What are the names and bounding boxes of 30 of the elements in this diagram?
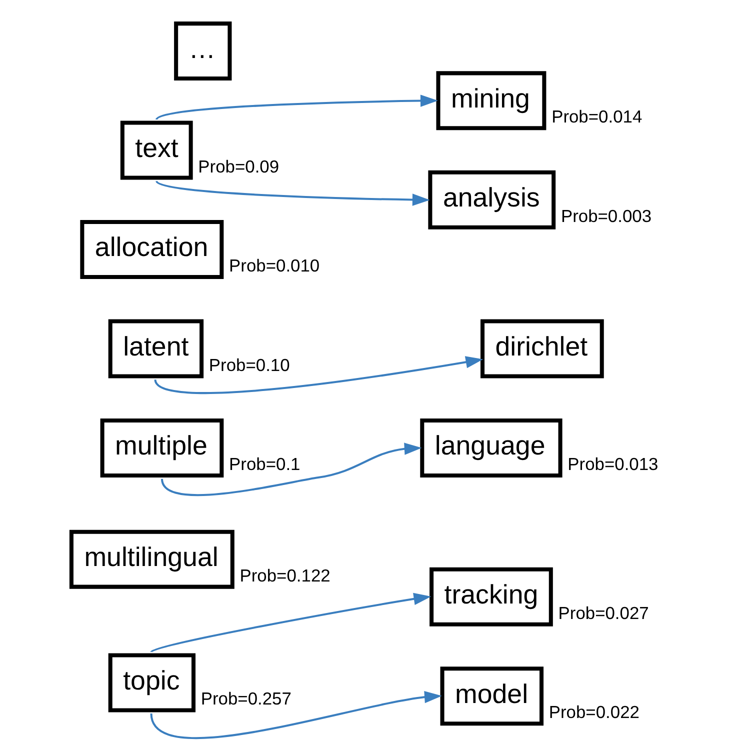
node-box: language <box>420 418 562 478</box>
node-label: Prob=0.09 <box>198 156 280 176</box>
node-box: multiple <box>100 418 224 478</box>
node-label: Prob=0.122 <box>240 565 330 586</box>
node-box: text <box>120 120 193 180</box>
node-label: Prob=0.1 <box>229 454 300 474</box>
node-box: multilingual <box>69 530 234 589</box>
node-box: latent <box>108 319 204 378</box>
node-label: Prob=0.257 <box>200 688 292 709</box>
arrow <box>150 592 432 653</box>
node-label: Prob=0.010 <box>229 256 320 276</box>
arrow <box>154 356 484 394</box>
node-box: model <box>440 666 544 726</box>
node-label: Prob=0.003 <box>560 206 652 226</box>
node-label: Prob=0.013 <box>568 454 658 474</box>
node-box: allocation <box>80 220 224 280</box>
node-box: dirichlet <box>480 319 604 378</box>
arrow <box>161 442 422 496</box>
node-box: mining <box>436 71 546 130</box>
node-label: Prob=0.022 <box>548 702 640 722</box>
node-box: topic <box>108 653 196 712</box>
arrow <box>150 690 442 739</box>
node-box: analysis <box>428 170 556 230</box>
arrow <box>156 94 438 120</box>
node-label: Prob=0.014 <box>552 106 642 127</box>
arrow <box>156 180 430 206</box>
node-label: Prob=0.027 <box>558 602 649 623</box>
node-box: tracking <box>430 567 553 626</box>
node-box: … <box>174 22 232 81</box>
node-label: Prob=0.10 <box>208 354 290 375</box>
